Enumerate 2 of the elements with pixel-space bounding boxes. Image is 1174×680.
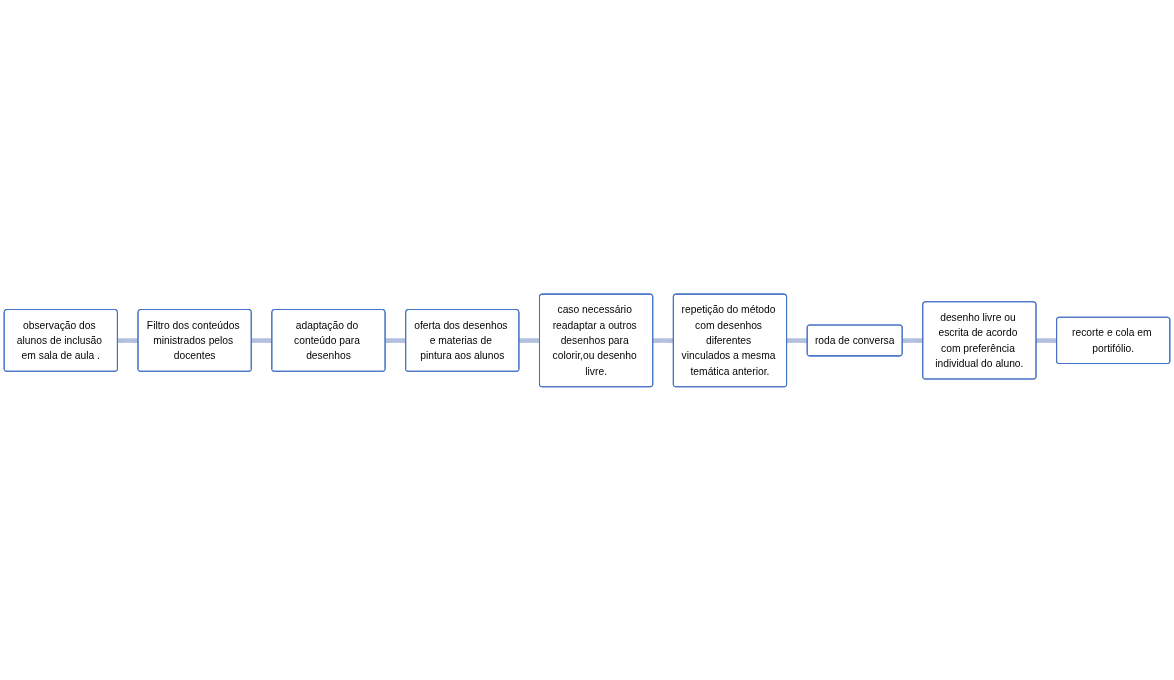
connector bbox=[786, 337, 808, 343]
connector bbox=[117, 337, 139, 343]
